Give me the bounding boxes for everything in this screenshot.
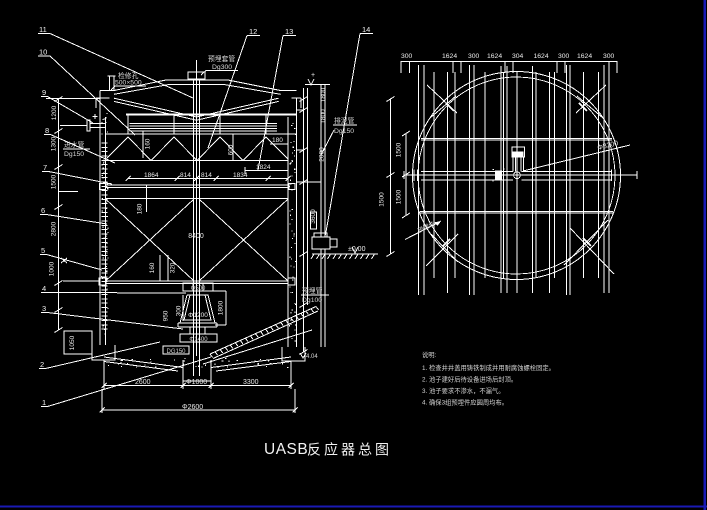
svg-text:排泥管: 排泥管	[334, 116, 355, 125]
svg-text:1000: 1000	[49, 261, 56, 276]
svg-text:1834: 1834	[233, 172, 248, 179]
svg-text:4.04: 4.04	[306, 354, 318, 360]
svg-text:1050: 1050	[69, 335, 76, 350]
svg-text:1300: 1300	[51, 136, 58, 151]
svg-text:11: 11	[39, 25, 47, 34]
svg-text:1824: 1824	[256, 164, 271, 171]
svg-text:1500: 1500	[396, 189, 403, 204]
svg-text:1864: 1864	[144, 172, 159, 179]
svg-text:UASB: UASB	[264, 441, 308, 458]
svg-text:5: 5	[41, 246, 45, 255]
svg-text:12: 12	[249, 27, 257, 36]
svg-text:1624: 1624	[577, 53, 592, 60]
svg-text:反应器总图: 反应器总图	[307, 442, 392, 458]
svg-text:Φ1000: Φ1000	[186, 379, 207, 386]
svg-text:Dg150: Dg150	[334, 128, 354, 135]
svg-text:1624: 1624	[534, 53, 549, 60]
svg-text:2000: 2000	[319, 147, 326, 162]
svg-text:说明:: 说明:	[422, 350, 437, 359]
svg-text:3300: 3300	[243, 379, 259, 386]
svg-text:Φ8200: Φ8200	[597, 140, 619, 152]
svg-text:10: 10	[39, 48, 47, 57]
svg-text:1: 1	[42, 398, 46, 407]
svg-text:DG150: DG150	[166, 349, 186, 355]
svg-text:Φ500: Φ500	[191, 286, 206, 292]
svg-text:Dg300: Dg300	[212, 64, 232, 71]
svg-text:检修孔: 检修孔	[118, 71, 139, 80]
svg-text:9: 9	[42, 88, 46, 97]
svg-text:600: 600	[228, 144, 235, 155]
svg-text:1800: 1800	[320, 87, 327, 102]
svg-text:预埋套管: 预埋套管	[208, 54, 235, 63]
svg-text:8: 8	[45, 126, 49, 135]
svg-text:1800: 1800	[218, 300, 225, 315]
svg-text:180: 180	[137, 203, 144, 214]
svg-text:300: 300	[558, 53, 570, 60]
svg-text:14: 14	[362, 25, 370, 34]
svg-text:8400: 8400	[188, 233, 204, 240]
svg-text:814: 814	[201, 172, 212, 179]
svg-text:13: 13	[285, 27, 293, 36]
svg-text:预埋管: 预埋管	[302, 286, 323, 295]
svg-text:1200: 1200	[51, 105, 58, 120]
svg-text:300: 300	[401, 53, 413, 60]
svg-text:814: 814	[180, 172, 191, 179]
svg-text:1624: 1624	[442, 53, 457, 60]
svg-text:1. 检查井井盖用铸铁制成并用耐腐蚀螺栓固定。: 1. 检查井井盖用铸铁制成并用耐腐蚀螺栓固定。	[422, 363, 555, 372]
svg-text:3600: 3600	[310, 209, 317, 224]
svg-text:300: 300	[603, 53, 615, 60]
svg-text:1800: 1800	[320, 109, 327, 124]
svg-text:2600: 2600	[135, 379, 151, 386]
svg-text:3. 池子要求不渗水，不漏气。: 3. 池子要求不渗水，不漏气。	[422, 386, 505, 395]
svg-text:2800: 2800	[51, 221, 58, 236]
svg-text:950: 950	[163, 310, 170, 321]
svg-text:+: +	[311, 72, 315, 79]
svg-text:1500: 1500	[379, 192, 386, 207]
svg-text:6: 6	[41, 206, 45, 215]
svg-text:180: 180	[272, 137, 283, 144]
svg-text:3: 3	[42, 304, 46, 313]
svg-text:1624: 1624	[487, 53, 502, 60]
svg-text:1500: 1500	[51, 174, 58, 189]
svg-text:2. 池子建好后待设备进场后封顶。: 2. 池子建好后待设备进场后封顶。	[422, 375, 517, 384]
svg-text:160: 160	[145, 138, 152, 149]
svg-text:Dg150: Dg150	[64, 151, 84, 158]
svg-text:Φ1400: Φ1400	[189, 337, 208, 343]
svg-text:160: 160	[149, 262, 156, 273]
svg-text:320: 320	[170, 262, 177, 273]
svg-text:1500: 1500	[396, 142, 403, 157]
svg-text:7: 7	[43, 163, 47, 172]
svg-text:2: 2	[40, 360, 44, 369]
svg-text:500×500: 500×500	[115, 80, 142, 87]
svg-text:300: 300	[176, 305, 183, 316]
svg-text:Dg100: Dg100	[302, 297, 322, 304]
svg-text:4. 确保3组预埋件应圆周均布。: 4. 确保3组预埋件应圆周均布。	[422, 398, 508, 407]
svg-text:Φ1200: Φ1200	[188, 312, 208, 319]
svg-text:4: 4	[42, 284, 46, 293]
svg-text:Φ2600: Φ2600	[182, 404, 203, 411]
svg-text:304: 304	[512, 53, 524, 60]
svg-text:300: 300	[468, 53, 480, 60]
